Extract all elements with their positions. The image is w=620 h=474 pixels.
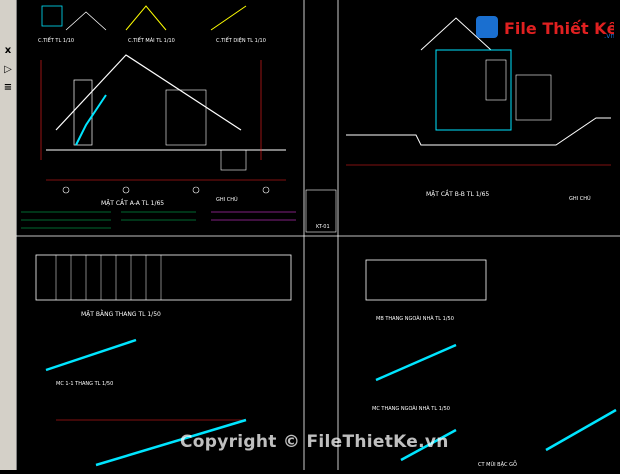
menu-icon[interactable]: ≡	[3, 82, 13, 93]
label-ghichu-left: GHI CHÚ	[216, 196, 238, 203]
label-chitiet-dien: C.TIẾT DIỆN TL 1/10	[216, 36, 266, 44]
section-bb-drawing: MẶT CẮT B-B TL 1/65 GHI CHÚ	[346, 17, 611, 202]
title-matcat-aa: MẶT CẮT A-A TL 1/65	[101, 199, 164, 207]
logo-suffix: .vn	[604, 32, 614, 40]
notes-block-aa: GHI CHÚ	[21, 196, 296, 229]
title-matbang-thang: MẶT BẰNG THANG TL 1/50	[81, 310, 161, 318]
detail-group-top: C.TIẾT TL 1/10 C.TIẾT MÁI TL 1/10 C.TIẾT…	[38, 5, 266, 44]
title-ct-mui-bac: CT MŨI BẬC GỖ	[478, 460, 517, 468]
drawing-svg: KT-01 C.TIẾT TL 1/10 C.TIẾT MÁI TL 1/10 …	[16, 0, 620, 470]
copyright-watermark: Copyright © FileThietKe.vn	[180, 432, 449, 452]
title-mc-thang: MC 1-1 THANG TL 1/50	[56, 381, 113, 387]
title-block	[305, 189, 337, 233]
close-icon[interactable]: x	[4, 45, 12, 56]
stair-plan-left: MẶT BẰNG THANG TL 1/50 MC 1-1 THANG TL 1…	[35, 254, 292, 467]
label-chitiet-mai: C.TIẾT MÁI TL 1/10	[128, 36, 175, 44]
label-chitiet: C.TIẾT TL 1/10	[38, 36, 74, 44]
logo-text: File Thiết Kế	[504, 19, 614, 38]
section-aa-drawing: MẶT CẮT A-A TL 1/65	[40, 54, 286, 207]
stair-plan-right: MB THANG NGOÀI NHÀ TL 1/50 MC THANG NGOÀ…	[365, 259, 617, 468]
title-mb-thang-ngoai: MB THANG NGOÀI NHÀ TL 1/50	[376, 315, 454, 322]
sheet-number: KT-01	[316, 224, 330, 230]
play-icon[interactable]: ▷	[4, 64, 12, 75]
title-mc-thang-ngoai: MC THANG NGOÀI NHÀ TL 1/50	[372, 405, 450, 412]
logo-mark	[476, 16, 498, 38]
cad-drawing-canvas[interactable]: KT-01 C.TIẾT TL 1/10 C.TIẾT MÁI TL 1/10 …	[16, 0, 620, 470]
title-matcat-bb: MẶT CẮT B-B TL 1/65	[426, 190, 489, 198]
cad-side-toolbar: x ▷ ≡	[0, 0, 17, 470]
label-ghichu-right: GHI CHÚ	[569, 195, 591, 202]
filethietke-logo: File Thiết Kế .vn	[474, 8, 619, 48]
